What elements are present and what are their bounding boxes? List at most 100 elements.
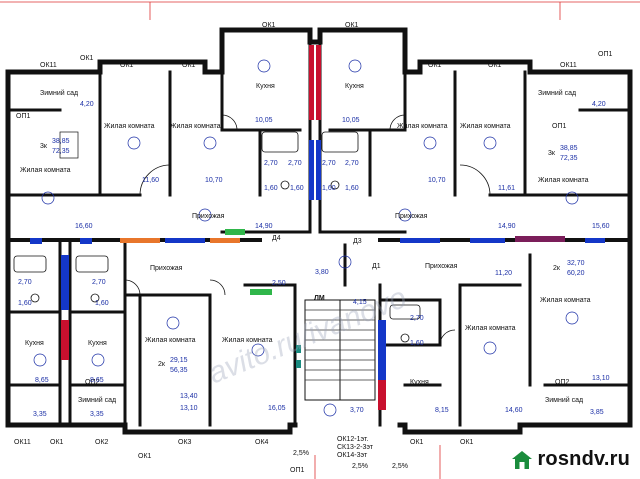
apt-tr-living: 38,85 <box>560 145 578 152</box>
apt-br-living: 32,70 <box>567 260 585 267</box>
area-8-65-m: 8,65 <box>90 377 104 384</box>
label-winter-garden-bm: Зимний сад <box>78 396 116 404</box>
opening-codes: ОК11 ОК1 ОК1 ОК1 ОК1 ОК1 ОК1 ОК1 ОК11 ОП… <box>14 22 612 474</box>
area-16-05: 16,05 <box>268 405 286 412</box>
area-2-70-f: 2,70 <box>92 279 106 286</box>
apt-bm-total: 56,35 <box>170 367 188 374</box>
area-1-60-e: 1,60 <box>18 300 32 307</box>
code-ok11-tr: ОК11 <box>560 62 577 69</box>
label-kitchen-b2: Кухня <box>88 340 107 347</box>
code-ok1-b2: ОК1 <box>138 453 152 460</box>
area-10-05-r: 10,05 <box>342 117 360 124</box>
area-4-20-l: 4,20 <box>80 101 94 108</box>
brand-badge[interactable]: rosndv.ru <box>507 446 634 473</box>
apt-tl-tag: 3к <box>40 143 48 150</box>
area-3-35-l: 3,35 <box>33 411 47 418</box>
label-living-t2: Жилая комната <box>104 123 155 130</box>
label-hall-b1: Прихожая <box>150 265 183 272</box>
label-living-b4: Жилая комната <box>540 297 591 304</box>
area-11-20: 11,20 <box>495 270 512 277</box>
code-k3: ОК14-3эт <box>337 452 368 459</box>
area-16-60: 16,60 <box>75 223 93 230</box>
area-1-60-a: 1,60 <box>264 185 278 192</box>
label-living-b2: Жилая комната <box>222 337 273 344</box>
code-op1-tr: ОП1 <box>598 51 612 58</box>
label-living-t5: Жилая комната <box>460 123 511 130</box>
code-op1-l: ОП1 <box>16 113 30 120</box>
house-icon <box>512 450 533 469</box>
code-op2-m: ОП2 <box>85 379 99 386</box>
area-13-10-m: 13,10 <box>180 405 198 412</box>
area-10-70-l: 10,70 <box>205 177 223 184</box>
code-ok11-tl: ОК11 <box>40 62 57 69</box>
area-1-60-c: 1,60 <box>322 185 336 192</box>
label-kitchen-b3: Кухня <box>410 379 429 386</box>
area-3-70: 3,70 <box>350 407 364 414</box>
apt-tr-total: 72,35 <box>560 155 578 162</box>
label-living-t4: Жилая комната <box>397 123 448 130</box>
bathroom-fixtures <box>13 131 421 343</box>
area-1-60-g: 1,60 <box>410 340 424 347</box>
code-ok1-t6: ОК1 <box>428 62 442 69</box>
door-swings <box>124 114 491 346</box>
code-ok1-t5: ОК1 <box>345 22 359 29</box>
code-ok3-b: ОК3 <box>178 439 192 446</box>
area-14-90-r: 14,90 <box>498 223 516 230</box>
apt-tr-tag: 3к <box>548 150 556 157</box>
code-ok1-b4: ОК1 <box>460 439 474 446</box>
area-4-20-r: 4,20 <box>592 101 606 108</box>
code-k1: ОК12-1эт. <box>337 436 368 443</box>
code-ok2-b: ОК2 <box>95 439 109 446</box>
slope-3: 2,5% <box>392 463 408 470</box>
apartment-boxes: 3к 38,85 72,35 3к 38,85 72,35 2к 29,15 5… <box>40 131 585 374</box>
area-1-60-f: 1,60 <box>95 300 109 307</box>
brand-name: rosndv.ru <box>537 448 630 470</box>
room-markers <box>33 59 579 417</box>
area-15-60: 15,60 <box>592 223 610 230</box>
area-11-60-l: 11,60 <box>142 177 159 184</box>
apt-bm-tag: 2к <box>158 361 166 368</box>
label-winter-garden-tl: Зимний сад <box>40 89 78 97</box>
area-11-61-r: 11,61 <box>498 185 515 192</box>
label-hall-t2: Прихожая <box>395 213 428 220</box>
label-living-tr: Жилая комната <box>538 177 589 184</box>
apt-tl-total: 72,35 <box>52 148 70 155</box>
code-op2-r: ОП2 <box>555 379 569 386</box>
label-hall-t1: Прихожая <box>192 213 225 220</box>
label-kitchen-b1: Кухня <box>25 340 44 347</box>
area-2-70-e: 2,70 <box>18 279 32 286</box>
area-2-70-d: 2,70 <box>345 160 359 167</box>
area-3-85: 3,85 <box>590 409 604 416</box>
code-d3: Д3 <box>353 238 362 245</box>
area-2-70-a: 2,70 <box>264 160 278 167</box>
label-winter-garden-br: Зимний сад <box>545 396 583 404</box>
code-ok1-b1: ОК1 <box>50 439 64 446</box>
code-op1-r: ОП1 <box>552 123 566 130</box>
walls <box>5 27 633 435</box>
label-living-t3: Жилая комната <box>170 123 221 130</box>
shaft-markers <box>30 45 605 410</box>
code-ok1-t3: ОК1 <box>182 62 196 69</box>
room-labels: Зимний сад Зимний сад Жилая комната Жила… <box>20 83 591 404</box>
code-ok1-tl: ОК1 <box>80 55 94 62</box>
area-1-60-b: 1,60 <box>290 185 304 192</box>
area-3-35-m: 3,35 <box>90 411 104 418</box>
slope-2: 2,5% <box>352 463 368 470</box>
label-living-tl: Жилая комната <box>20 167 71 174</box>
label-hall-b2: Прихожая <box>425 263 458 270</box>
area-14-90-l: 14,90 <box>255 223 273 230</box>
code-ok4-b: ОК4 <box>255 439 269 446</box>
area-8-65-l: 8,65 <box>35 377 49 384</box>
label-kitchen-t2: Кухня <box>345 83 364 90</box>
apt-tl-living: 38,85 <box>52 138 70 145</box>
area-14-60: 14,60 <box>505 407 523 414</box>
apt-bm-living: 29,15 <box>170 357 188 364</box>
area-2-70-g: 2,70 <box>410 315 424 322</box>
area-2-70-b: 2,70 <box>288 160 302 167</box>
label-living-b1: Жилая комната <box>145 337 196 344</box>
slope-1: 2,5% <box>293 450 309 457</box>
code-ok1-t2: ОК1 <box>120 62 134 69</box>
code-ok1-t4: ОК1 <box>262 22 276 29</box>
